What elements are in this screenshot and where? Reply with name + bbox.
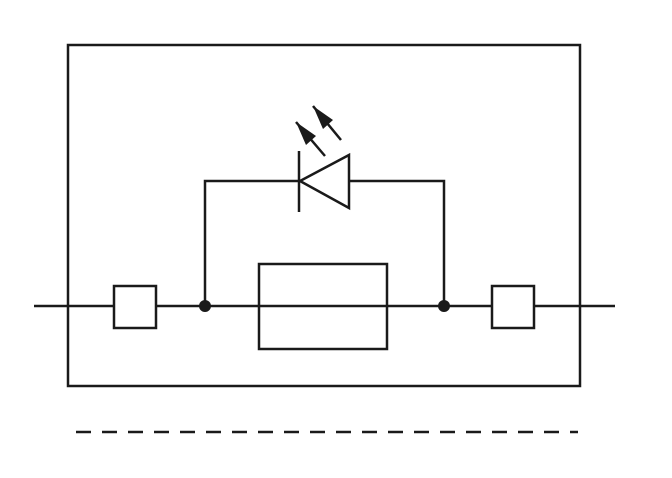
housing-outline — [66, 43, 582, 388]
led-branch-left-wire — [203, 179, 300, 306]
light-arrow-icon — [295, 121, 326, 157]
left-terminal — [112, 284, 158, 330]
led-branch-right-wire — [349, 179, 446, 306]
right-terminal — [490, 284, 536, 330]
led-diode-triangle — [297, 152, 351, 211]
light-arrow-icon-2 — [312, 105, 342, 141]
